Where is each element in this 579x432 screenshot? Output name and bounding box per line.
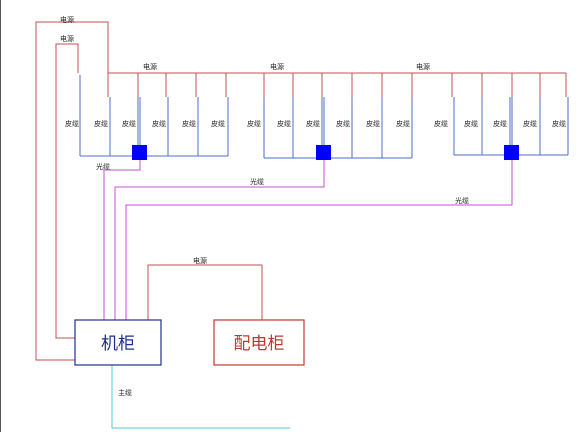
trunk-cable-label: 主缆 [118,388,132,397]
skin-cable-label: 皮缆 [336,119,350,128]
skin-cable-lines [79,75,569,159]
power-line-distribution [147,264,263,320]
skin-cable-label: 皮缆 [464,119,478,128]
power-label: 电源 [143,62,157,71]
splitter-node [504,145,519,160]
skin-cable-label: 皮缆 [366,119,380,128]
cabinet-box [74,319,162,366]
skin-cable-label: 皮缆 [523,119,537,128]
splitter-node [316,145,331,160]
skin-cable-labels: 皮缆 皮缆 皮缆 皮缆 皮缆 皮缆 皮缆 皮缆 皮缆 皮缆 皮缆 皮缆 皮缆 皮… [65,119,566,128]
skin-cable-label: 皮缆 [396,119,410,128]
cabinet-label: 机柜 [101,334,135,354]
power-label: 电源 [193,256,207,265]
skin-cable-label: 皮缆 [434,119,448,128]
power-labels: 电源 电源 电源 电源 电源 电源 [60,15,430,265]
splitter-node [132,145,147,160]
skin-cable-label: 皮缆 [306,119,320,128]
optical-cable-labels: 光缆 光缆 光缆 [96,162,469,205]
skin-cable-label: 皮缆 [552,119,566,128]
power-label: 电源 [60,34,74,43]
optical-cable-3 [125,160,513,320]
skin-cable-label: 皮缆 [65,119,79,128]
skin-cable-label: 皮缆 [493,119,507,128]
skin-cable-label: 皮缆 [277,119,291,128]
trunk-cable [111,365,290,429]
optical-cable-lines [103,160,513,320]
power-label: 电源 [416,62,430,71]
skin-cable-label: 皮缆 [182,119,196,128]
power-label: 电源 [270,62,284,71]
skin-cable-label: 皮缆 [152,119,166,128]
power-label: 电源 [60,15,74,24]
optical-cable-label: 光缆 [96,162,110,171]
power-line-inner [55,43,79,339]
skin-cable-label: 皮缆 [247,119,261,128]
optical-cable-label: 光缆 [455,196,469,205]
skin-cable-label: 皮缆 [211,119,225,128]
distribution-cabinet-label: 配电柜 [234,334,285,354]
optical-cable-2 [114,160,325,320]
power-line-outer [35,21,109,361]
optical-cable-label: 光缆 [250,177,264,186]
optical-cable-1 [103,160,141,320]
power-lines [35,21,567,361]
distribution-cabinet-box [213,319,305,366]
skin-cable-label: 皮缆 [94,119,108,128]
skin-cable-label: 皮缆 [122,119,136,128]
